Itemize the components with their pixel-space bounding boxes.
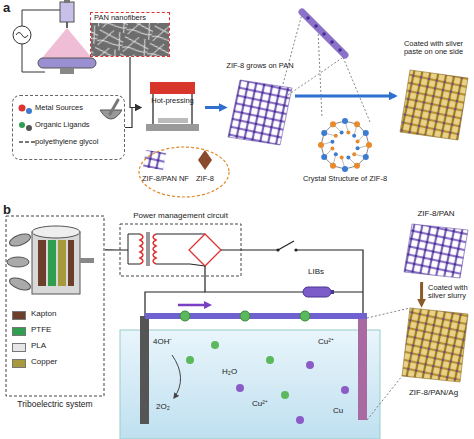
legend-item: Copper [12, 358, 92, 370]
triboelectric-generator [6, 216, 104, 396]
fiber-mesh: ZIF-8 grows on PAN [225, 62, 295, 147]
atom [342, 166, 348, 172]
circuit-box: Power management circuit [118, 212, 243, 277]
process-arrow [205, 106, 225, 109]
species-label: H₂O [222, 368, 237, 377]
legend-swatch [12, 343, 26, 352]
node-label: Coated with silver paste on one side [395, 40, 472, 57]
atom [363, 130, 369, 136]
atom [330, 121, 336, 127]
atom [340, 130, 344, 134]
image-panel: PAN nanofibers [90, 12, 170, 57]
node-label: Organic Ligands [35, 121, 120, 129]
legend-label: PLA [31, 342, 46, 351]
power-circuit [118, 224, 363, 316]
electrolytic-cell [120, 301, 410, 439]
node-label: Triboelectric system [5, 400, 105, 409]
node-label: ZIF-8/PAN/Ag [395, 389, 472, 398]
zif-icons [143, 150, 212, 170]
atom [363, 154, 369, 160]
process-arrow [130, 57, 140, 108]
atom [352, 134, 356, 138]
species-label: 4OH⁻ [153, 338, 172, 347]
panel-letter: a [3, 1, 10, 15]
atom [352, 152, 356, 156]
crystal-box: Crystal Structure of ZIF-8 [295, 115, 395, 197]
legend-item: PLA [12, 342, 92, 354]
hot-press [146, 82, 199, 131]
coated-mesh: Coated with silver paste on one side [395, 40, 472, 145]
legend-ellipse: ZIF-8/PAN NFZIF-8 [138, 146, 230, 198]
node-label: PAN nanofibers [94, 14, 168, 22]
process-arrow [420, 282, 423, 305]
atom [346, 156, 350, 160]
ellipse-outline [139, 147, 229, 197]
atom [356, 146, 360, 150]
wire [105, 249, 118, 250]
atom [356, 140, 360, 144]
atom [340, 156, 344, 160]
atom [354, 163, 360, 169]
fiber-mesh: ZIF-8/PAN [400, 210, 472, 282]
atom [354, 121, 360, 127]
crystal-structure [318, 118, 372, 172]
process-arrow [295, 94, 395, 97]
atom [346, 130, 350, 134]
legend-item: PTFE [12, 326, 92, 338]
node-label: LIBs [295, 268, 337, 277]
edge-label: Coated with silver slurry [428, 284, 472, 301]
zoom-fiber [283, 12, 370, 122]
legend-label: Copper [31, 358, 57, 367]
atom [321, 130, 327, 136]
process-arrow [125, 108, 140, 128]
precursor-icons [19, 100, 123, 142]
atom [334, 134, 338, 138]
legend-item: Kapton [12, 310, 92, 322]
legend-swatch [12, 359, 26, 368]
atom [334, 152, 338, 156]
precursor-box: Metal SourcesOrganic Ligands polyethylene… [12, 95, 125, 160]
node-label: ZIF-8/PAN NF [142, 175, 200, 183]
hot-press-box: Hot-pressing [140, 80, 205, 135]
battery: LIBs [295, 268, 337, 298]
species-label: 2O₂ [156, 403, 170, 412]
node-label: Metal Sources [35, 104, 105, 112]
node-label: Crystal Structure of ZIF-8 [295, 175, 395, 183]
legend-label: Kapton [31, 310, 56, 319]
panel-letter: b [3, 203, 11, 217]
atom [318, 142, 324, 148]
legend-swatch [12, 327, 26, 336]
node-label: Power management circuit [118, 212, 243, 221]
legend-swatch [12, 311, 26, 320]
atom [321, 154, 327, 160]
atom [330, 146, 334, 150]
atom [330, 163, 336, 169]
legend-label: PTFE [31, 326, 51, 335]
wire [205, 277, 295, 292]
coated-mesh: ZIF-8/PAN/Ag [395, 305, 472, 405]
node-label: Hot-pressing [140, 97, 205, 105]
species-label: Cu²⁺ [318, 338, 334, 347]
node-label: ZIF-8 [196, 175, 226, 183]
atom [366, 142, 372, 148]
atom [330, 140, 334, 144]
species-label: Cu²⁺ [252, 400, 268, 409]
species-label: Cu [333, 407, 343, 416]
node-label: ZIF-8 grows on PAN [221, 62, 299, 70]
electrospinning-setup [13, 0, 169, 74]
node-label: ZIF-8/PAN [400, 210, 472, 219]
atom [342, 118, 348, 124]
node-label: polyethylene glycol [35, 138, 123, 146]
ellipse-outline [138, 146, 230, 198]
